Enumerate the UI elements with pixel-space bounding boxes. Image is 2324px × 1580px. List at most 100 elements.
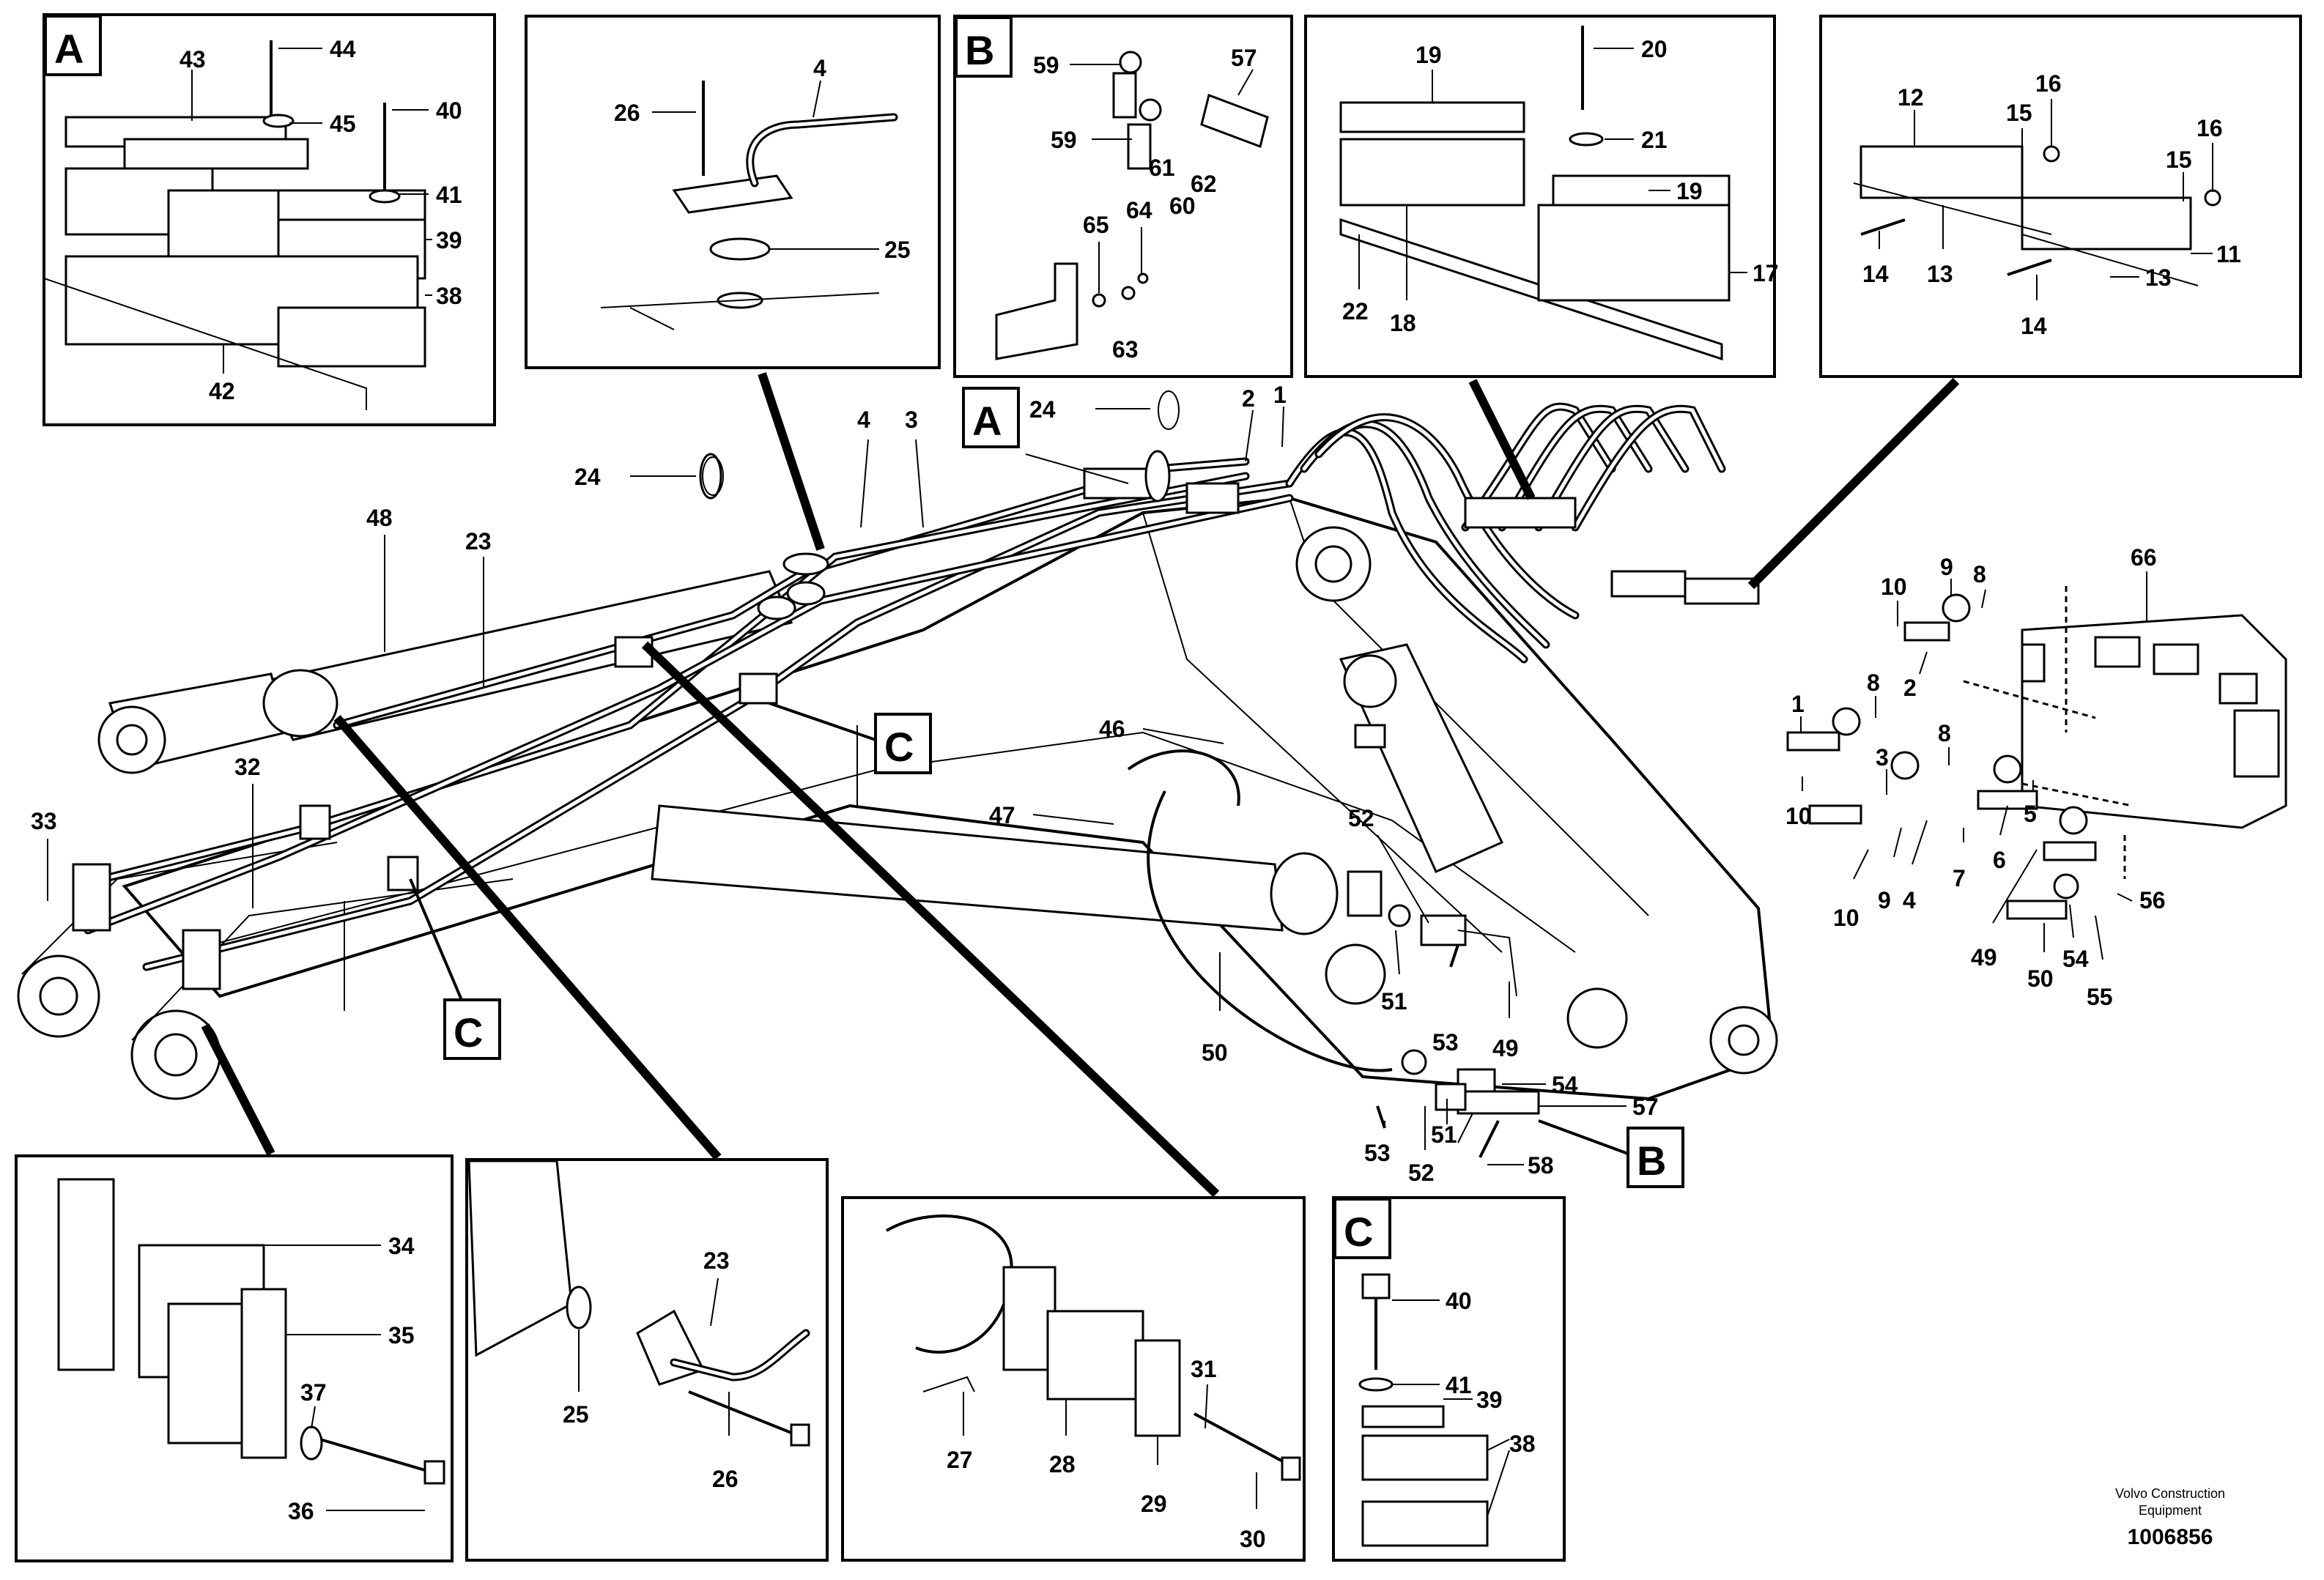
label-39-c: 39: [1476, 1387, 1503, 1413]
label-25: 25: [884, 237, 911, 263]
label-49: 49: [1492, 1035, 1519, 1061]
label-4: 4: [813, 55, 826, 81]
panel-bracket-clamp-detail: [841, 1196, 1306, 1562]
label-1: 1: [1273, 382, 1287, 408]
label-4-main: 4: [857, 407, 870, 433]
label-46: 46: [1099, 716, 1125, 742]
callout-main-a: A: [962, 387, 1020, 448]
label-3-valve: 3: [1876, 744, 1889, 771]
svg-text:C: C: [454, 1009, 483, 1056]
panel-b-detail: B: [953, 15, 1293, 378]
panel-b-letter: B: [965, 27, 994, 73]
callout-main-c1: C: [769, 702, 932, 774]
label-56: 56: [2139, 887, 2166, 913]
label-54: 54: [1552, 1072, 1578, 1098]
label-51a: 51: [1381, 988, 1407, 1015]
label-17: 17: [1753, 260, 1779, 286]
panel-clamp-rail-detail: [1304, 15, 1776, 378]
label-15b: 15: [2166, 146, 2192, 173]
label-12: 12: [1898, 84, 1924, 111]
label-22: 22: [1342, 298, 1369, 324]
label-54-valve: 54: [2062, 946, 2089, 972]
label-34: 34: [388, 1233, 415, 1259]
svg-text:C: C: [884, 724, 914, 770]
label-23-panel: 23: [703, 1247, 730, 1274]
label-29: 29: [1141, 1491, 1167, 1517]
label-19b: 19: [1676, 178, 1703, 204]
control-valve: [1786, 586, 2287, 920]
label-28: 28: [1049, 1451, 1076, 1477]
label-47: 47: [989, 802, 1015, 828]
label-35: 35: [388, 1322, 415, 1349]
label-27: 27: [947, 1447, 973, 1473]
label-24a: 24: [1029, 396, 1056, 423]
label-62: 62: [1191, 171, 1217, 197]
label-21: 21: [1641, 127, 1668, 153]
label-9b: 9: [1878, 887, 1891, 913]
label-13a: 13: [1927, 261, 1953, 287]
svg-text:A: A: [972, 398, 1002, 444]
label-50: 50: [1202, 1039, 1228, 1066]
label-2-valve: 2: [1903, 675, 1917, 701]
panel-flange-detail: [525, 15, 941, 369]
label-18: 18: [1390, 310, 1416, 336]
label-42: 42: [209, 378, 235, 404]
label-43: 43: [180, 46, 206, 73]
detail-pointers: [201, 372, 1960, 1198]
label-38-c: 38: [1509, 1431, 1536, 1457]
label-33: 33: [31, 808, 57, 834]
doc-number: 1006856: [2128, 1525, 2213, 1549]
part-labels: 43 44 45 40 41 39 38 42 26 4 25 59 57 59…: [31, 36, 2241, 1552]
label-30: 30: [1240, 1526, 1266, 1552]
label-57-main: 57: [1632, 1094, 1659, 1120]
label-2: 2: [1242, 385, 1255, 412]
label-58: 58: [1528, 1152, 1554, 1179]
label-5-valve: 5: [2024, 801, 2037, 827]
label-41: 41: [436, 182, 462, 208]
label-8c: 8: [1938, 720, 1951, 746]
label-50-valve: 50: [2027, 965, 2054, 992]
panel-split-clamp-detail: [15, 1154, 454, 1562]
label-53b: 53: [1364, 1140, 1391, 1166]
label-11: 11: [2216, 241, 2241, 267]
label-51b: 51: [1431, 1121, 1457, 1148]
svg-text:B: B: [1637, 1138, 1666, 1184]
label-15a: 15: [2006, 100, 2032, 126]
label-41-c: 41: [1446, 1372, 1472, 1398]
label-3-main: 3: [905, 407, 918, 433]
label-26-panel: 26: [712, 1466, 739, 1492]
label-59a: 59: [1033, 52, 1059, 78]
label-7-valve: 7: [1953, 865, 1966, 891]
label-61: 61: [1149, 155, 1175, 181]
label-6-valve: 6: [1993, 847, 2006, 873]
footer: Volvo Construction Equipment 1006856: [2115, 1486, 2225, 1549]
label-8b: 8: [1867, 670, 1880, 696]
label-26: 26: [614, 100, 640, 126]
panel-c-detail: C: [1332, 1196, 1566, 1562]
label-4-valve: 4: [1903, 887, 1916, 913]
label-36: 36: [288, 1498, 314, 1524]
label-14b: 14: [2021, 313, 2047, 339]
label-39: 39: [436, 227, 462, 253]
label-25-panel: 25: [563, 1401, 589, 1428]
callout-main-b: B: [1538, 1119, 1684, 1188]
callout-main-c2: C: [409, 878, 501, 1060]
label-9a: 9: [1940, 554, 1953, 580]
label-63: 63: [1112, 336, 1139, 363]
label-23: 23: [465, 528, 492, 555]
label-65: 65: [1083, 212, 1109, 238]
main-assembly: [17, 402, 1778, 1158]
label-53a: 53: [1432, 1029, 1459, 1056]
brand-line-1: Volvo Construction: [2115, 1486, 2225, 1501]
panel-a-detail: A: [42, 13, 496, 426]
label-8a: 8: [1973, 561, 1986, 587]
panel-a-letter: A: [54, 26, 84, 72]
panel-tube-flange-detail: [465, 1158, 829, 1562]
panel-block-detail: [1819, 15, 2302, 378]
panel-c-letter: C: [1344, 1209, 1373, 1255]
label-49-valve: 49: [1971, 944, 1997, 971]
label-52a: 52: [1348, 805, 1374, 831]
label-40-c: 40: [1446, 1288, 1472, 1314]
label-52b: 52: [1408, 1160, 1435, 1186]
